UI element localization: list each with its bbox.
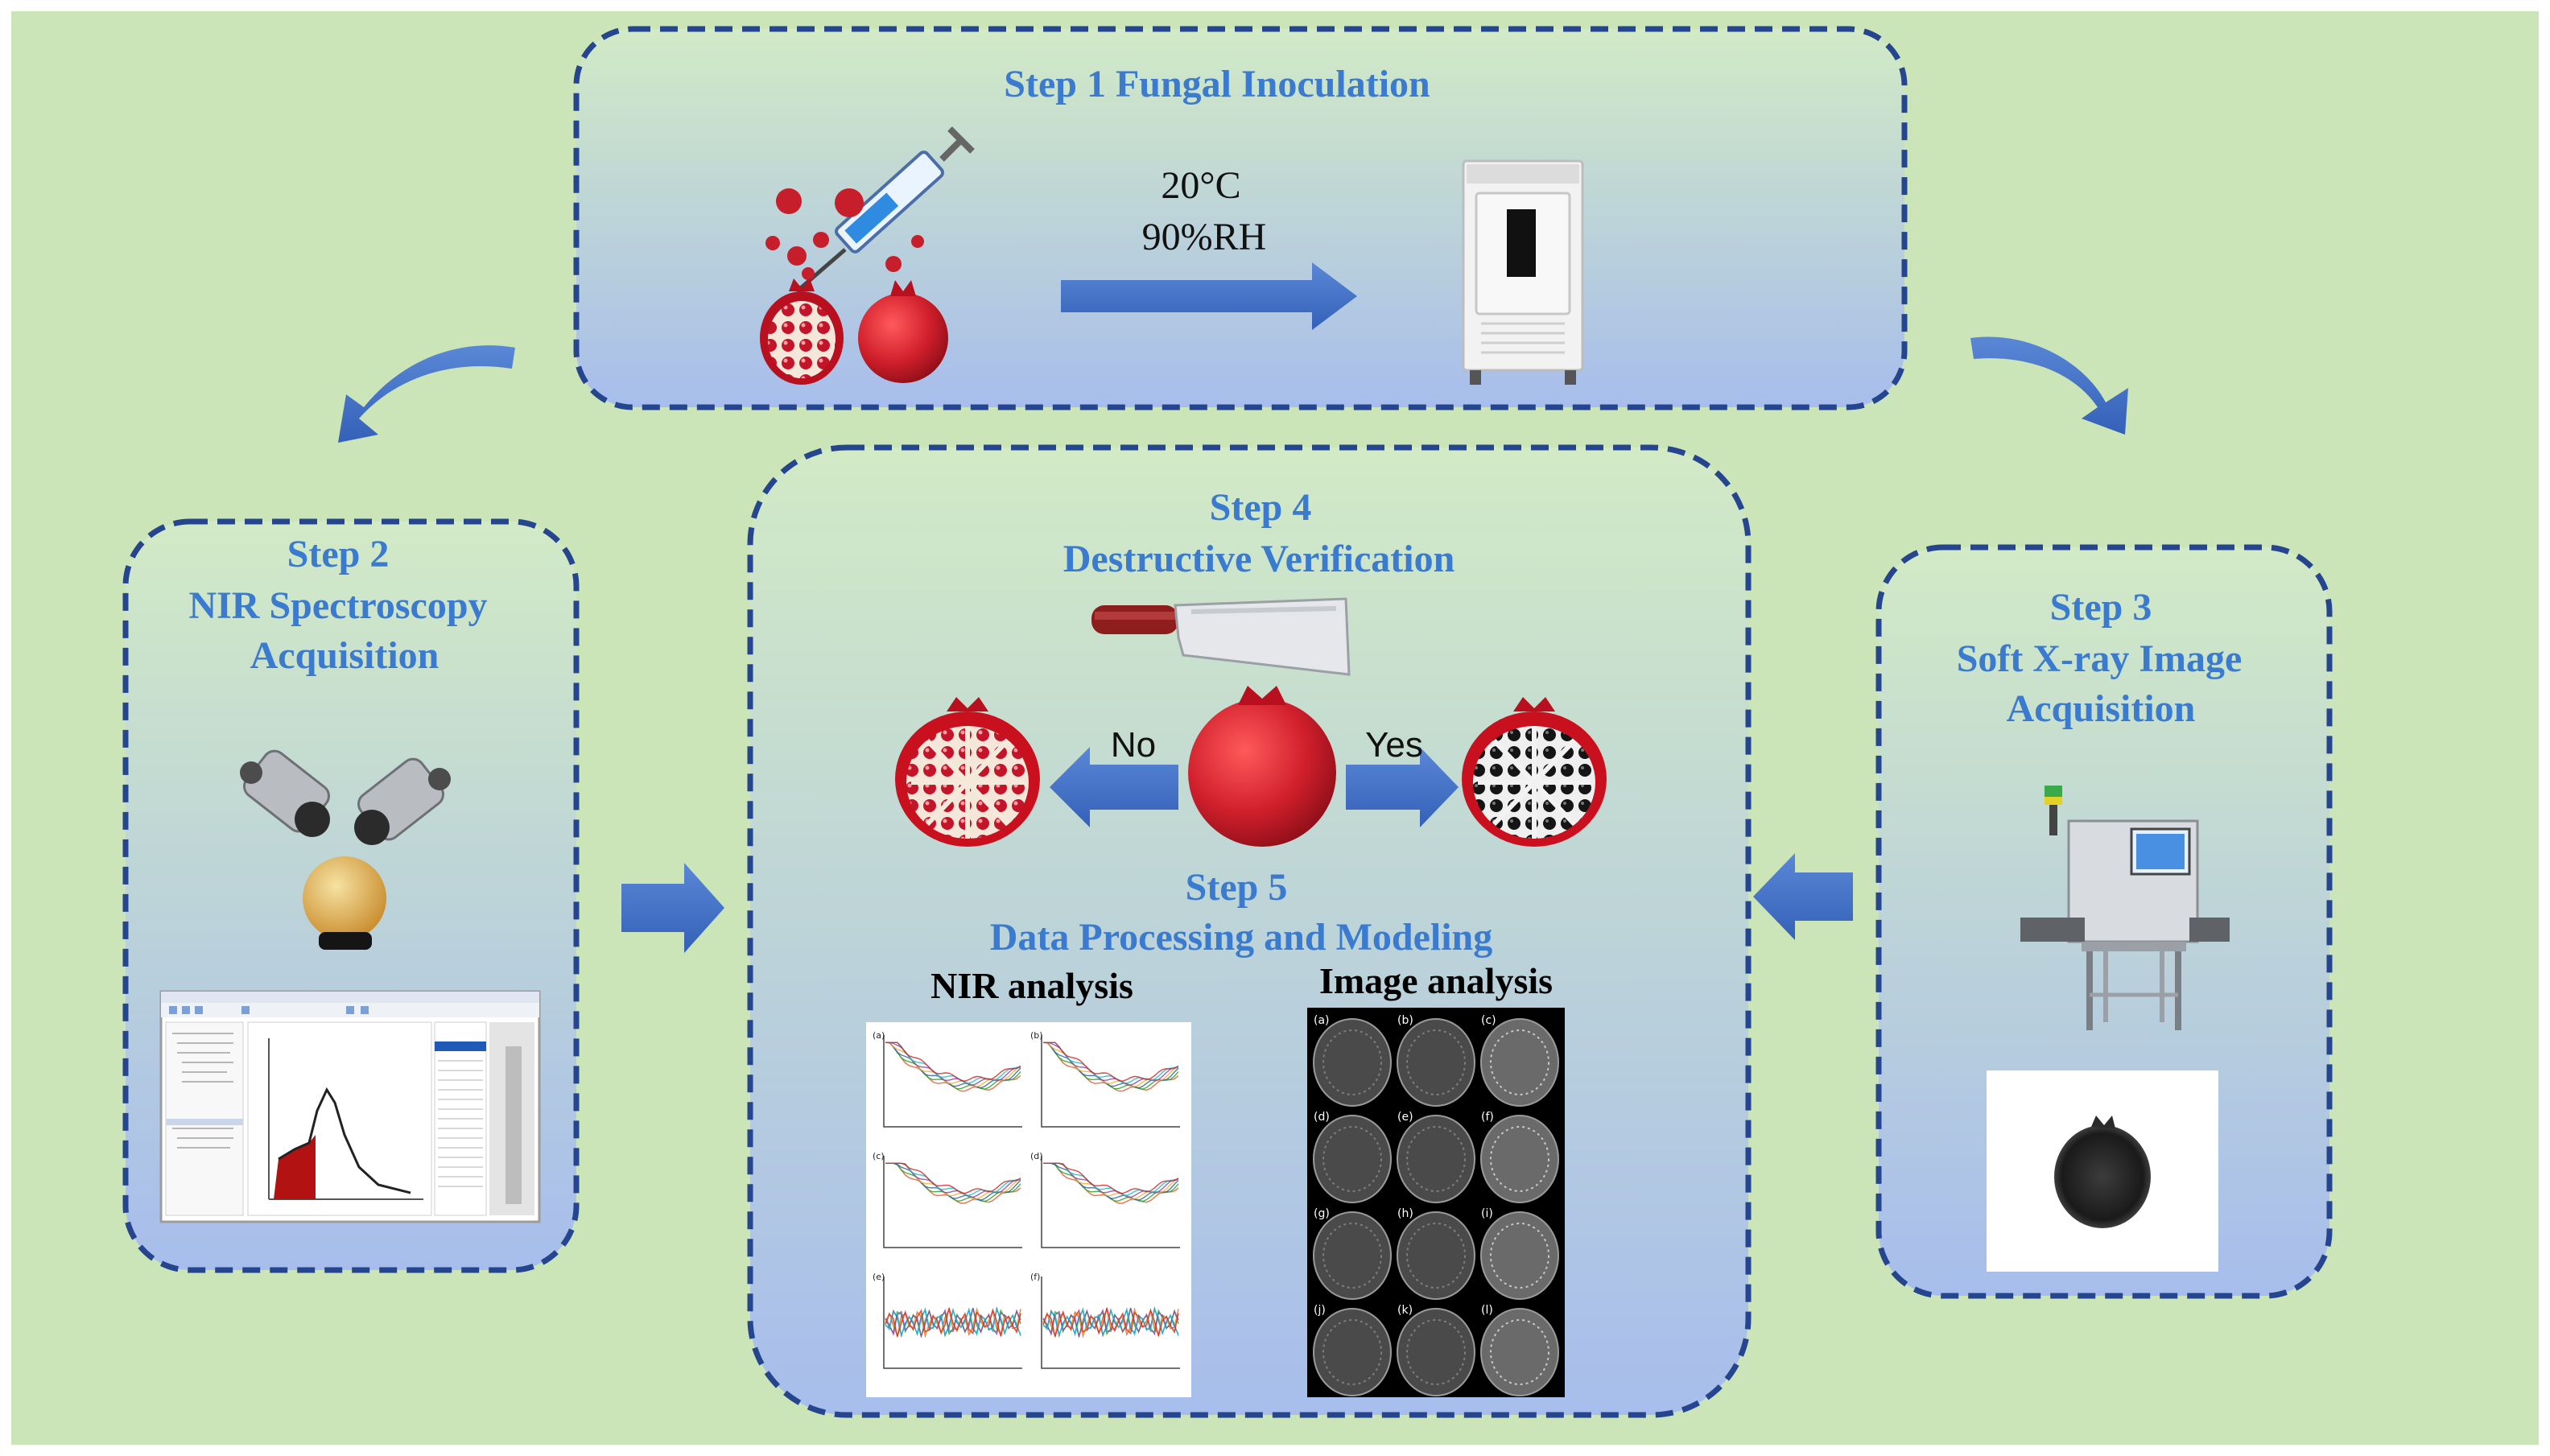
step4-title-line2: Destructive Verification xyxy=(1063,538,1455,580)
xray-panel-label: (i) xyxy=(1481,1207,1493,1220)
xray-panel: (g) xyxy=(1313,1207,1392,1300)
xray-panel-label: (f) xyxy=(1481,1111,1494,1124)
xray-panel: (k) xyxy=(1397,1304,1475,1396)
xray-panel: (i) xyxy=(1480,1207,1559,1300)
xray-panel: (b) xyxy=(1397,1014,1475,1107)
step3-title-line1: Step 3 xyxy=(2050,586,2152,629)
infected-pomegranate-icon xyxy=(1462,697,1607,847)
nir-analysis-figure: (a) (b) (c) (d) (e) (f) xyxy=(866,1022,1191,1397)
step2-title-line3: Acquisition xyxy=(250,634,439,677)
nir-probe-right-icon xyxy=(354,757,451,845)
xray-panel: (l) xyxy=(1480,1304,1559,1396)
sample-fruit-icon xyxy=(303,856,386,950)
yes-arrow xyxy=(1346,747,1459,827)
step5-title-line2: Data Processing and Modeling xyxy=(990,916,1492,959)
step1-title: Step 1 Fungal Inoculation xyxy=(1004,63,1430,105)
step1-humidity: 90%RH xyxy=(1142,216,1267,258)
xray-panel-label: (e) xyxy=(1397,1111,1413,1124)
step2-title-line2: NIR Spectroscopy xyxy=(188,584,487,627)
incubator-icon xyxy=(1462,159,1584,385)
step3-title-line3: Acquisition xyxy=(2007,687,2196,730)
pomegranate-icon xyxy=(858,280,948,383)
xray-panel-label: (l) xyxy=(1481,1304,1493,1317)
nir-subplot: (a) xyxy=(873,1030,1022,1128)
xray-image xyxy=(1987,1070,2218,1272)
xray-panel: (a) xyxy=(1313,1014,1392,1107)
image-analysis-label: Image analysis xyxy=(1319,960,1553,1001)
step1-temperature: 20°C xyxy=(1161,164,1240,207)
nir-subplot-label: (f) xyxy=(1030,1272,1040,1282)
arrow-into-center-right xyxy=(1753,853,1853,940)
step1-arrow xyxy=(1061,262,1357,330)
xray-panel-label: (g) xyxy=(1314,1207,1330,1220)
nir-probe-left-icon xyxy=(240,749,330,837)
step2-title-line1: Step 2 xyxy=(287,533,390,575)
curved-arrow-right xyxy=(1970,336,2128,435)
step3-title-line2: Soft X-ray Image xyxy=(1957,637,2243,680)
nir-subplot-label: (d) xyxy=(1030,1151,1043,1161)
step5-title-line1: Step 5 xyxy=(1186,866,1288,909)
no-arrow xyxy=(1050,747,1178,827)
xray-panel: (d) xyxy=(1313,1111,1392,1203)
cut-pomegranate-icon xyxy=(760,278,844,385)
nir-subplot: (c) xyxy=(873,1151,1022,1248)
nir-subplot: (f) xyxy=(1030,1272,1180,1369)
nir-subplot-label: (a) xyxy=(873,1030,885,1041)
yes-label: Yes xyxy=(1365,725,1423,765)
no-label: No xyxy=(1111,725,1156,765)
image-analysis-figure: (a) (b) (c) (d) (e) (f) (g) (h) (i) (j) (k) (l) xyxy=(1307,1008,1565,1397)
nir-analysis-label: NIR analysis xyxy=(930,965,1133,1006)
xray-panel-label: (j) xyxy=(1314,1304,1326,1317)
nir-subplot: (d) xyxy=(1030,1151,1180,1248)
xray-panel-label: (c) xyxy=(1481,1014,1496,1027)
xray-panel: (e) xyxy=(1397,1111,1475,1203)
arrow-into-center-left xyxy=(621,863,724,953)
xray-panel: (j) xyxy=(1313,1304,1392,1396)
fungal-spores-icon xyxy=(765,188,924,280)
xray-panel-label: (k) xyxy=(1397,1304,1413,1317)
nir-subplot: (b) xyxy=(1030,1030,1180,1128)
xray-machine-icon xyxy=(2020,786,2230,1030)
healthy-pomegranate-icon xyxy=(895,697,1040,847)
nir-subplot-label: (b) xyxy=(1030,1030,1043,1041)
xray-panel-label: (d) xyxy=(1314,1111,1330,1124)
curved-arrow-left xyxy=(338,345,515,443)
xray-panel: (c) xyxy=(1480,1014,1559,1107)
whole-pomegranate-icon xyxy=(1188,686,1336,847)
xray-panel-label: (b) xyxy=(1397,1014,1413,1027)
xray-panel-label: (a) xyxy=(1314,1014,1330,1027)
xray-panel: (f) xyxy=(1480,1111,1559,1203)
nir-subplot-label: (e) xyxy=(873,1272,885,1282)
nir-subplot-label: (c) xyxy=(873,1151,885,1161)
xray-panel-label: (h) xyxy=(1397,1207,1413,1220)
nir-software-screenshot xyxy=(159,990,541,1223)
step4-title-line1: Step 4 xyxy=(1210,486,1312,529)
cleaver-icon xyxy=(1091,597,1351,676)
xray-panel: (h) xyxy=(1397,1207,1475,1300)
nir-subplot: (e) xyxy=(873,1272,1022,1369)
